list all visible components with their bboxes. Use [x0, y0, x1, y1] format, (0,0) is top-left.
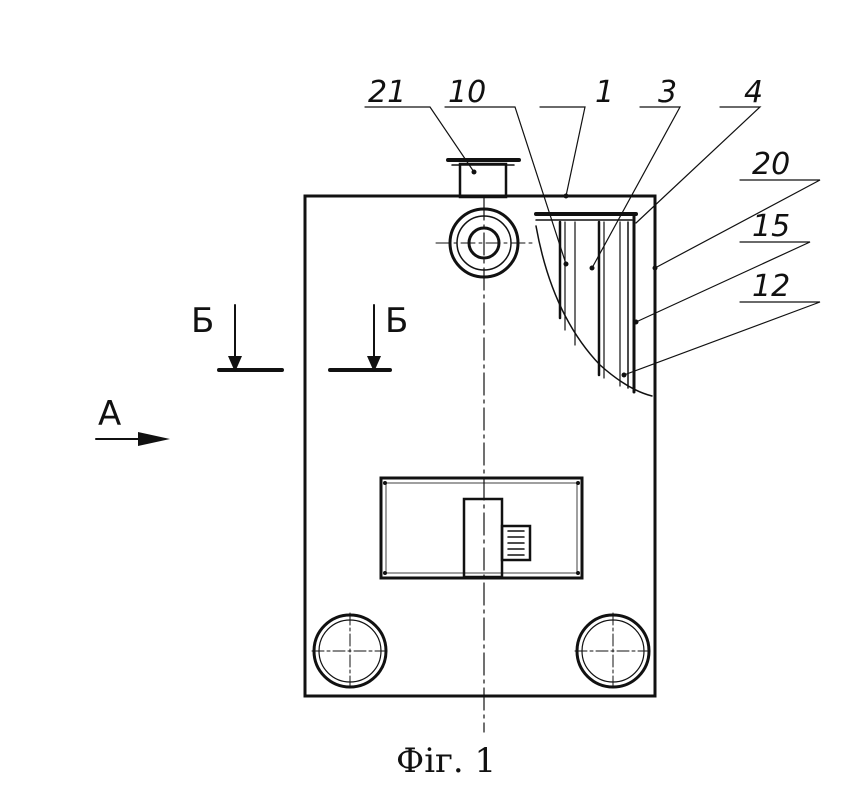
arrowhead-section-left: [228, 356, 242, 372]
callout-21: 21: [368, 75, 406, 110]
wheel-right: [574, 612, 652, 690]
callout-3: 3: [658, 75, 677, 110]
section-marks: [217, 304, 392, 372]
arrowhead-view-a: [138, 432, 170, 446]
callout-1: 1: [595, 75, 614, 110]
figure-caption: Фіг. 1: [396, 741, 496, 781]
section-label-left: Б: [191, 301, 214, 341]
inspection-window: [379, 476, 584, 580]
wheel-left: [311, 612, 389, 690]
leader-lines: [364, 106, 821, 376]
motor-body: [462, 497, 504, 579]
callout-15: 15: [752, 209, 790, 244]
cutaway-section: [534, 212, 653, 397]
callout-4: 4: [744, 75, 763, 110]
arrowhead-section-right: [367, 356, 381, 372]
top-pipe: [446, 158, 521, 199]
view-label-a: A: [98, 394, 121, 434]
motor-flange: [500, 524, 532, 562]
callout-12: 12: [752, 269, 790, 304]
callout-20: 20: [752, 147, 790, 182]
callout-10: 10: [448, 75, 486, 110]
section-label-right: Б: [385, 301, 408, 341]
